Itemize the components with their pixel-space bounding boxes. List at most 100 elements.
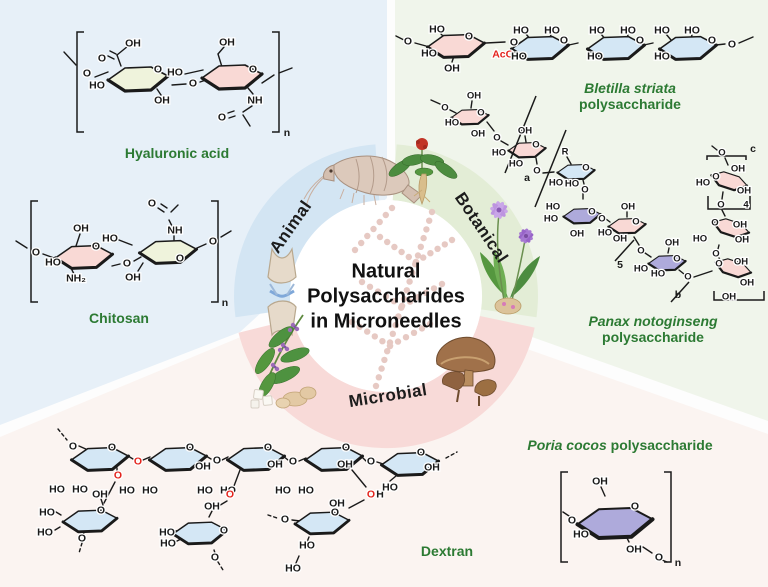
svg-text:OH: OH [731, 163, 745, 174]
svg-text:HO: HO [160, 538, 176, 550]
svg-text:n: n [284, 127, 290, 139]
label-bletilla-species: Bletilla striata [584, 80, 676, 96]
label-hyaluronic-acid: Hyaluronic acid [124, 145, 230, 161]
svg-text:OH: OH [154, 95, 170, 107]
svg-text:O: O [493, 132, 500, 143]
svg-text:O: O [226, 489, 234, 501]
svg-text:HO: HO [39, 507, 55, 519]
svg-text:O: O [78, 533, 86, 545]
svg-text:O: O [69, 441, 77, 453]
svg-text:O: O [249, 64, 257, 76]
svg-text:HO: HO [445, 117, 459, 128]
svg-text:c: c [750, 143, 756, 155]
svg-text:O: O [510, 37, 518, 49]
svg-text:HO: HO [197, 485, 213, 497]
svg-text:HO: HO [654, 51, 670, 63]
svg-text:O: O [568, 515, 576, 527]
svg-text:HO: HO [544, 213, 558, 224]
svg-text:HO: HO [565, 178, 579, 189]
svg-text:OH: OH [733, 219, 747, 230]
svg-text:O: O [533, 165, 540, 176]
svg-text:HO: HO [620, 25, 636, 37]
label-poria-cocos: Poria cocos polysaccharide [527, 437, 712, 453]
svg-text:O: O [441, 102, 448, 113]
svg-text:OH: OH [125, 272, 141, 284]
svg-text:OH: OH [204, 501, 220, 513]
svg-text:O: O [728, 39, 736, 51]
svg-text:HO: HO [382, 482, 398, 494]
svg-text:NH: NH [247, 95, 262, 107]
shrimp-illustration [303, 155, 423, 208]
svg-text:5: 5 [617, 259, 623, 271]
svg-text:OH: OH [734, 256, 748, 267]
svg-text:O: O [367, 489, 375, 501]
svg-text:O: O [209, 236, 217, 248]
svg-text:O: O [598, 213, 605, 224]
svg-text:OH: OH [735, 234, 749, 245]
svg-text:O: O [134, 456, 142, 468]
svg-text:O: O [281, 514, 289, 526]
svg-text:O: O [108, 442, 116, 454]
svg-text:O: O [477, 107, 484, 118]
svg-text:HO: HO [587, 51, 603, 63]
label-panax-species: Panax notoginseng [588, 313, 718, 329]
svg-text:OH: OH [518, 125, 532, 136]
svg-text:HO: HO [693, 233, 707, 244]
svg-text:O: O [417, 447, 425, 459]
svg-text:O: O [97, 505, 105, 517]
bg-animal [0, 0, 387, 425]
svg-text:R: R [562, 146, 569, 157]
svg-text:O: O [581, 184, 588, 195]
svg-text:O: O [673, 253, 680, 264]
svg-text:O: O [404, 36, 412, 48]
svg-text:NH₂: NH₂ [66, 273, 86, 285]
svg-text:HO: HO [45, 257, 61, 269]
svg-text:O: O [342, 442, 350, 454]
svg-text:O: O [114, 470, 122, 482]
svg-text:O: O [218, 112, 226, 124]
svg-text:OH: OH [626, 544, 642, 556]
svg-text:OH: OH [267, 459, 283, 471]
svg-text:HO: HO [634, 263, 648, 274]
svg-text:OH: OH [195, 461, 211, 473]
label-bletilla-word: polysaccharide [579, 96, 681, 112]
svg-text:O: O [176, 253, 184, 265]
svg-text:O: O [637, 245, 644, 256]
svg-text:HO: HO [298, 485, 314, 497]
svg-text:HO: HO [598, 227, 612, 238]
svg-text:O: O [655, 552, 663, 564]
label-chitosan: Chitosan [89, 310, 149, 326]
svg-text:OH: OH [592, 476, 608, 488]
svg-text:HO: HO [429, 24, 445, 36]
svg-text:HO: HO [167, 67, 183, 79]
svg-text:HO: HO [544, 25, 560, 37]
label-dextran: Dextran [420, 543, 474, 559]
svg-text:O: O [712, 171, 719, 182]
svg-text:a: a [524, 172, 530, 184]
microneedle-dot-pattern [348, 204, 456, 390]
svg-text:OH: OH [471, 128, 485, 139]
label-panax-word: polysaccharide [602, 329, 704, 345]
svg-text:O: O [220, 525, 228, 537]
label-bletilla-striata: Bletilla striata polysaccharide [579, 80, 681, 112]
svg-text:HO: HO [492, 147, 506, 158]
orchid-illustration [480, 201, 540, 315]
svg-text:OH: OH [219, 37, 235, 49]
svg-text:HO: HO [119, 485, 135, 497]
svg-text:OH: OH [444, 63, 460, 75]
svg-text:OH: OH [337, 459, 353, 471]
svg-text:HO: HO [285, 563, 301, 575]
figure-center-title: Natural Polysaccharides in Microneedles [307, 260, 465, 335]
svg-text:OH: OH [467, 90, 481, 101]
svg-text:OH: OH [737, 185, 751, 196]
svg-text:HO: HO [89, 80, 105, 92]
svg-text:O: O [712, 248, 719, 259]
svg-text:O: O [711, 217, 718, 228]
svg-text:O: O [560, 35, 568, 47]
svg-text:O: O [582, 162, 589, 173]
svg-text:HO: HO [696, 177, 710, 188]
svg-text:4: 4 [743, 199, 749, 210]
